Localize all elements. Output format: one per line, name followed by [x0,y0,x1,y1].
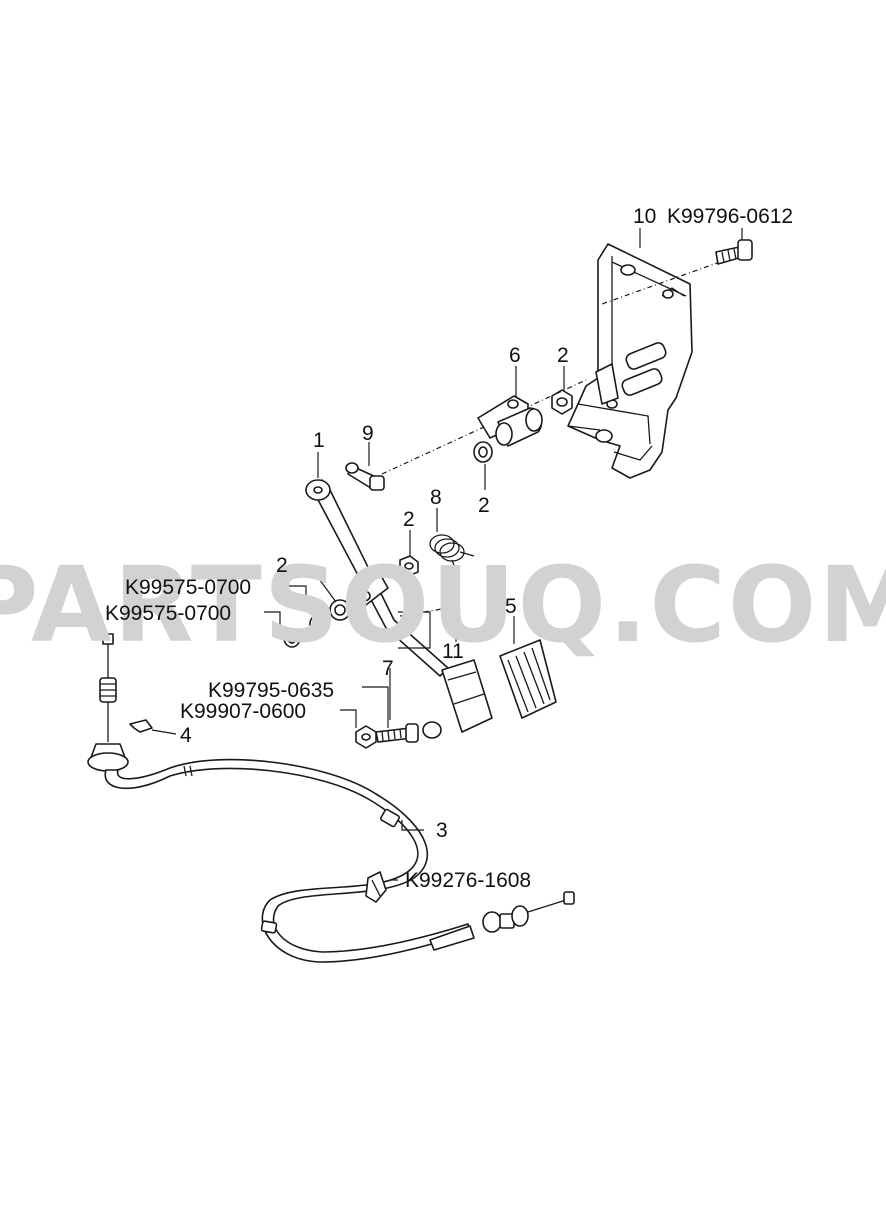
return-spring-8 [429,534,475,577]
washer-stack-left [283,599,351,648]
cable-clip-4 [129,719,153,733]
watermark: PARTSOUQ.COM [0,544,886,666]
nut-2-middle [399,555,419,577]
callout-3: 3 [436,819,448,842]
stopper-7 [422,721,442,739]
callout-9: 9 [362,422,374,445]
callout-1: 1 [313,429,325,452]
accelerator-cable-3 [87,633,575,963]
callout-8: 8 [430,486,442,509]
bracket-bolt [601,239,753,305]
part-number-k99796-0612: K99796-0612 [667,205,793,228]
callout-10: 10 [633,205,656,228]
callout-labels: 10 K99796-0612 6 2 1 9 8 2 2 2 K99575-07… [105,205,793,892]
callout-2-middle: 2 [403,508,415,531]
callout-11: 11 [442,640,464,663]
callout-7: 7 [382,657,394,680]
callout-4: 4 [180,724,192,747]
part-number-k99795-0635: K99795-0635 [208,679,334,702]
accelerator-pedal-arm [305,479,493,733]
callout-2-bracket: 2 [557,344,569,367]
callout-6: 6 [509,344,521,367]
washer-2-bushing [473,441,493,463]
part-number-k99907-0600: K99907-0600 [180,700,306,723]
callout-2-bushing: 2 [478,494,490,517]
nut-2-bracket [551,389,573,415]
pedal-pad-5 [499,639,557,719]
callout-5: 5 [505,595,517,618]
part-number-k99276-1608: K99276-1608 [405,869,531,892]
pedal-bushing [381,379,587,475]
part-number-k99575-0700-b: K99575-0700 [105,602,231,625]
part-number-k99575-0700-a: K99575-0700 [125,576,251,599]
leader-lines [151,228,743,881]
pivot-bolt-9 [345,462,385,491]
cable-clip-k99276 [365,871,387,903]
stopper-bolt-nut [355,723,419,749]
callout-2-left: 2 [276,554,288,577]
stopper-11 [444,602,460,620]
pedal-bracket [567,243,693,479]
